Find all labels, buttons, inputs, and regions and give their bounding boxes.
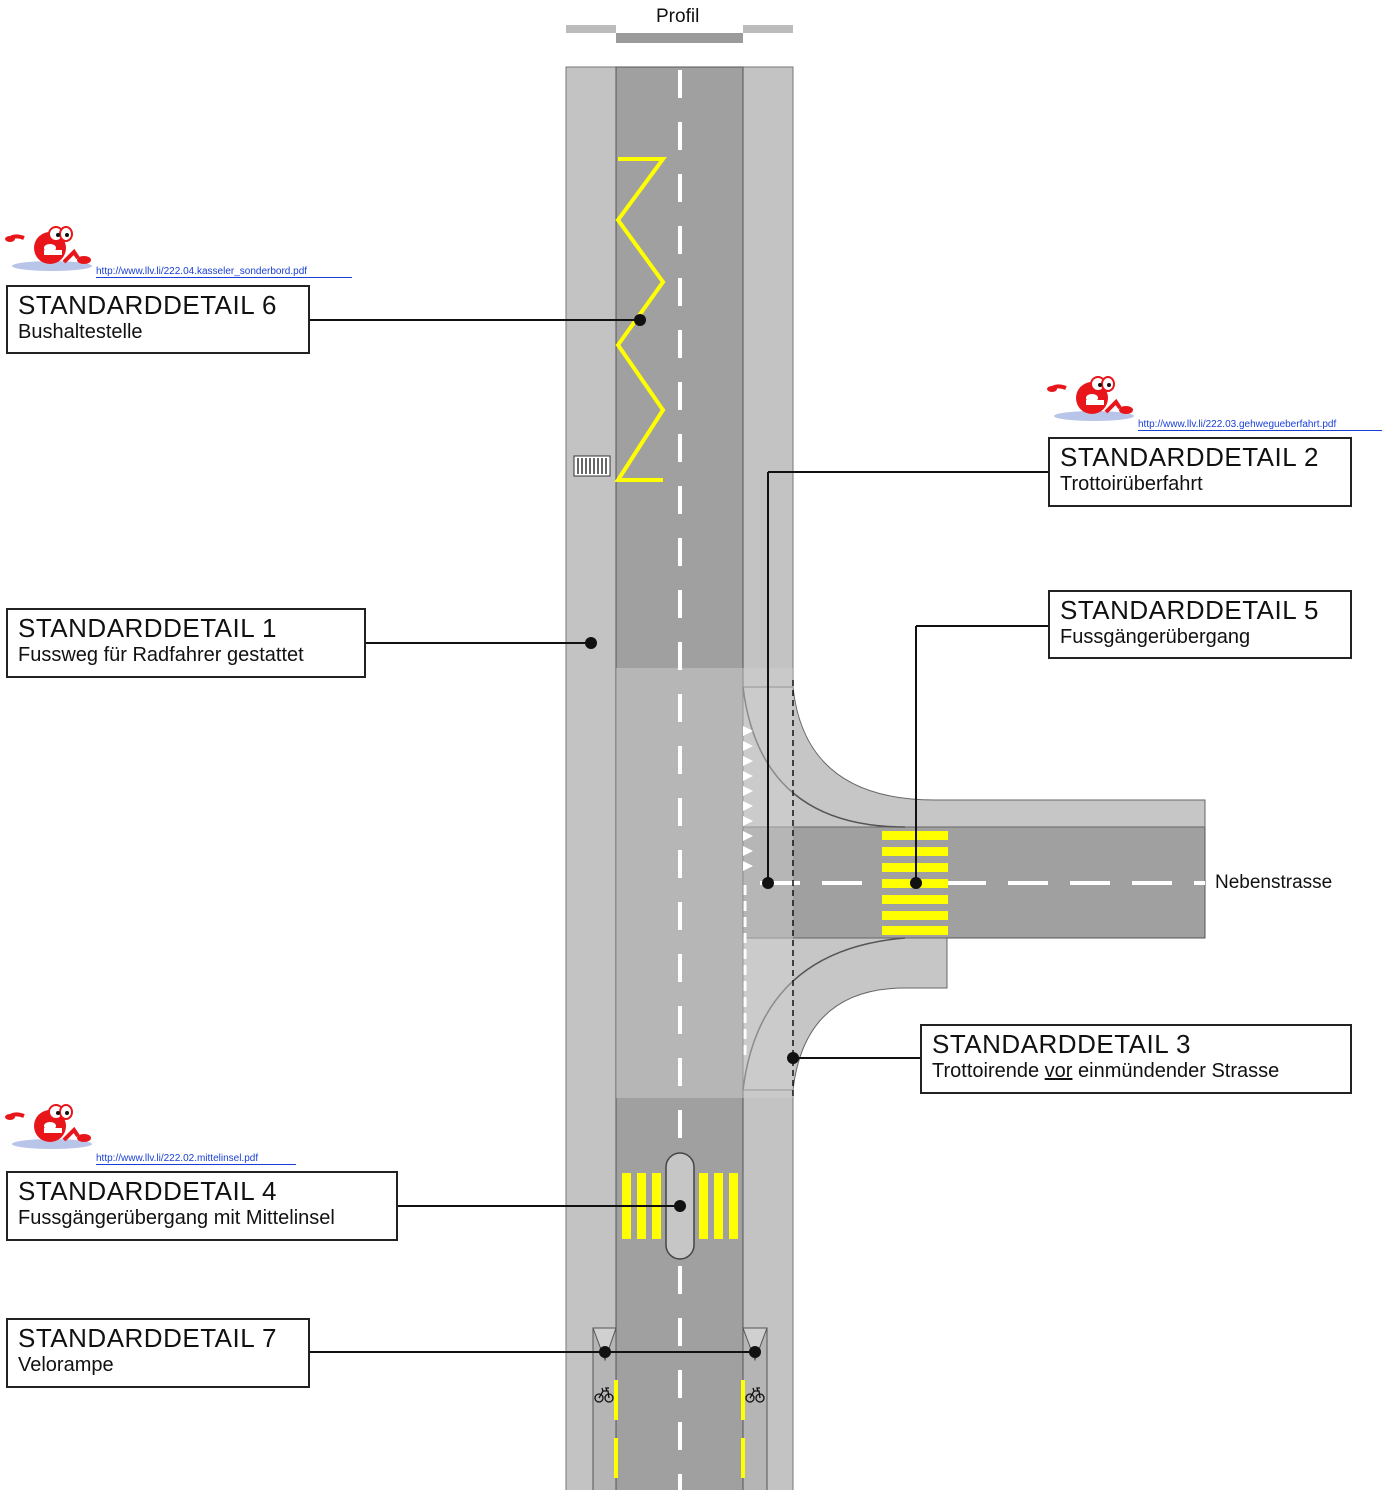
detail-1-box[interactable]: STANDARDDETAIL 1 Fussweg für Radfahrer g…	[6, 608, 366, 678]
upper-corner-sidewalk	[742, 686, 1206, 828]
detail-2-link[interactable]: http://www.llv.li/222.03.gehweguеberfahr…	[1138, 419, 1382, 431]
detail-2-title: STANDARDDETAIL 2	[1060, 442, 1319, 472]
mascot-e-icon	[3, 1103, 94, 1151]
detail-2-subtitle: Trottoirüberfahrt	[1060, 473, 1203, 495]
mascot-e-icon	[1045, 375, 1136, 423]
detail-7-subtitle: Velorampe	[18, 1354, 114, 1376]
detail-6-subtitle: Bushaltestelle	[18, 321, 143, 343]
left-sidewalk	[565, 66, 617, 1490]
leader-lines	[309, 319, 1048, 1353]
side-street-label: Nebenstrasse	[1215, 872, 1333, 893]
leader-dots	[585, 314, 922, 1358]
detail-1-title: STANDARDDETAIL 1	[18, 613, 277, 643]
detail-3-box[interactable]: STANDARDDETAIL 3 Trottoirende vor einmün…	[920, 1024, 1352, 1094]
detail-1-subtitle: Fussweg für Radfahrer gestattet	[18, 644, 304, 666]
detail-6-title: STANDARDDETAIL 6	[18, 290, 277, 320]
detail-5-box[interactable]: STANDARDDETAIL 5 Fussgängerübergang	[1048, 590, 1352, 659]
profile-label: Profil	[656, 6, 700, 27]
profile-indicator	[566, 25, 793, 43]
detail-5-subtitle: Fussgängerübergang	[1060, 626, 1251, 648]
detail-7-title: STANDARDDETAIL 7	[18, 1323, 277, 1353]
mascot-e-icon	[3, 225, 94, 273]
give-way-markings	[743, 726, 753, 871]
detail-3-title: STANDARDDETAIL 3	[932, 1029, 1191, 1059]
detail-2-box[interactable]: STANDARDDETAIL 2 Trottoirüberfahrt	[1048, 437, 1352, 507]
detail-5-title: STANDARDDETAIL 5	[1060, 595, 1319, 625]
detail-6-link[interactable]: http://www.llv.li/222.04.kasseler_sonder…	[96, 266, 352, 278]
detail-7-box[interactable]: STANDARDDETAIL 7 Velorampe	[6, 1318, 310, 1388]
lower-corner-sidewalk	[742, 937, 948, 1091]
detail-3-subtitle: Trottoirende vor einmündender Strasse	[932, 1060, 1280, 1082]
detail-4-subtitle: Fussgängerübergang mit Mittelinsel	[18, 1207, 335, 1229]
bus-stop-zigzag	[614, 157, 667, 482]
detail-6-box[interactable]: STANDARDDETAIL 6 Bushaltestelle	[6, 285, 310, 354]
bus-shelter-icon	[573, 455, 611, 477]
detail-4-link[interactable]: http://www.llv.li/222.02.mittelinsel.pdf	[96, 1153, 296, 1165]
detail-4-box[interactable]: STANDARDDETAIL 4 Fussgängerübergang mit …	[6, 1171, 398, 1241]
detail-4-title: STANDARDDETAIL 4	[18, 1176, 277, 1206]
